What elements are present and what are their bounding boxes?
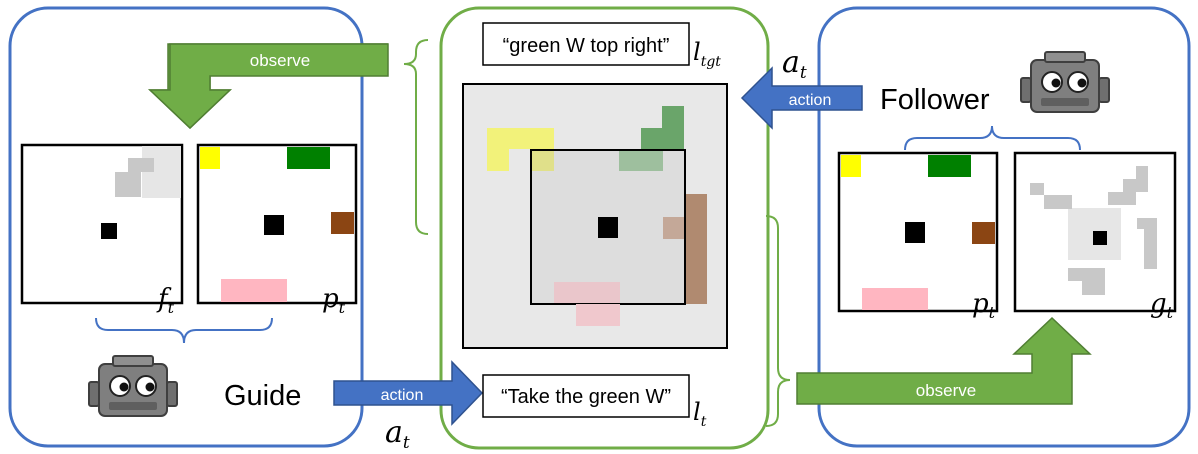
follower-pink-piece xyxy=(862,288,928,310)
instruction-text: “Take the green W” xyxy=(501,386,671,408)
environment-panel-frame xyxy=(439,6,770,450)
follower-view-agent xyxy=(1093,231,1107,245)
guide-view-gray-piece xyxy=(128,172,141,185)
follower-panel-frame xyxy=(817,6,1191,448)
follower-view-gray-piece xyxy=(1136,166,1148,179)
guide-view-gray-piece xyxy=(128,184,141,197)
guide-view-gray-piece xyxy=(128,158,141,172)
environment-yellow-piece xyxy=(487,149,509,171)
follower-view-gray-piece xyxy=(1144,229,1157,269)
guide-pink-piece xyxy=(221,279,287,302)
follower-view-gray-piece xyxy=(1123,179,1148,192)
follower-action-label: action xyxy=(789,92,832,109)
environment-green-piece xyxy=(641,128,684,149)
environment-brown-piece xyxy=(663,217,684,239)
guide-green-piece xyxy=(287,147,330,169)
guide-action-symbol: at xyxy=(385,415,410,453)
follower-agent xyxy=(905,222,925,243)
follower-view-gray-piece xyxy=(1137,218,1157,229)
guide-action-arrow xyxy=(333,360,484,426)
follower-view-gray-piece xyxy=(1068,268,1105,281)
guide-yellow-piece xyxy=(200,147,220,169)
follower-view-gray-piece xyxy=(1108,192,1136,205)
guide-view-agent xyxy=(101,223,117,239)
guide-agent xyxy=(264,215,284,235)
follower-green-piece xyxy=(928,155,971,177)
follower-view-gray-piece xyxy=(1058,195,1072,209)
guide-brown-piece xyxy=(331,212,354,234)
follower-observe-arrow xyxy=(796,316,1092,405)
follower-yellow-piece xyxy=(841,155,861,177)
instruction-box xyxy=(482,374,690,418)
environment-pink-piece xyxy=(554,282,620,303)
guide-observe-label: observe xyxy=(250,51,310,70)
follower-brace xyxy=(904,125,1081,151)
guide-name: Guide xyxy=(224,380,301,412)
environment-green-piece xyxy=(662,106,684,128)
environment-pink-piece xyxy=(576,304,620,326)
target-description-box xyxy=(482,22,690,66)
guide-brace xyxy=(95,317,273,344)
environment-green-piece xyxy=(619,151,663,171)
target-description-label: ltgt xyxy=(693,38,721,70)
follower-name: Follower xyxy=(880,84,990,116)
follower-view-gray-piece xyxy=(1082,281,1105,295)
follower-view-gray-piece xyxy=(1030,183,1044,195)
follower-action-symbol: at xyxy=(782,45,807,83)
guide-view-gray-piece xyxy=(115,172,128,185)
environment-brace-top xyxy=(403,39,429,235)
guide-view-gray-piece xyxy=(115,184,128,197)
guide-view-gray-piece xyxy=(141,158,154,172)
robot-icon xyxy=(1020,51,1110,113)
environment-agent xyxy=(598,217,618,238)
follower-grid-label: pt xyxy=(972,289,996,322)
target-description-text: “green W top right” xyxy=(503,35,670,57)
follower-view-label: gt xyxy=(1150,289,1174,322)
environment-yellow-piece xyxy=(532,151,554,171)
guide-grid-label: pt xyxy=(322,284,346,317)
environment-brace-bottom xyxy=(765,215,791,427)
follower-observe-label: observe xyxy=(916,381,976,400)
environment-yellow-piece xyxy=(487,128,554,149)
follower-brown-piece xyxy=(972,222,995,244)
guide-observe-arrow-body xyxy=(148,43,389,130)
follower-view-gray-piece xyxy=(1044,195,1058,209)
follower-action-arrow xyxy=(740,66,863,130)
instruction-label: lt xyxy=(693,398,707,430)
environment-brown-piece xyxy=(685,194,707,304)
robot-icon xyxy=(88,355,178,417)
guide-action-label: action xyxy=(381,387,424,404)
guide-panel-frame xyxy=(8,6,364,448)
